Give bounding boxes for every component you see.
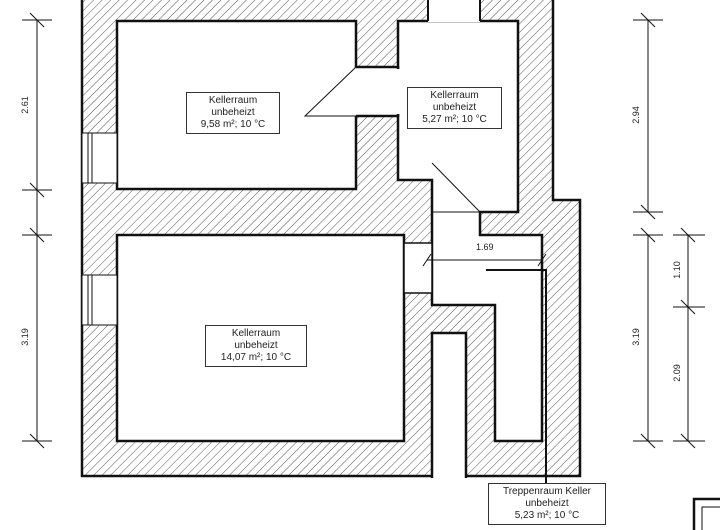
room-info: 5,27 m²; 10 °C [422, 114, 487, 125]
room-info: 14,07 m²; 10 °C [220, 352, 292, 363]
room-label-3: Kellerraum unbeheizt 14,07 m²; 10 °C [205, 325, 307, 367]
room-name: Treppenraum Keller [502, 486, 591, 497]
dim-left-bottom: 3.19 [19, 328, 30, 346]
room-status: unbeheizt [525, 498, 569, 509]
partial-box [692, 497, 720, 530]
door-opening [403, 242, 433, 294]
room-status: unbeheizt [211, 107, 255, 118]
dim-right-bottom: 3.19 [630, 328, 641, 346]
dim-left-top: 2.61 [19, 96, 30, 114]
room-label-2: Kellerraum unbeheizt 5,27 m²; 10 °C [407, 87, 502, 129]
room-status: unbeheizt [234, 340, 278, 351]
room-name: Kellerraum [231, 328, 281, 339]
room-name: Kellerraum [208, 95, 258, 106]
room-info: 9,58 m²; 10 °C [200, 119, 266, 130]
room-status: unbeheizt [432, 102, 477, 113]
door-swing [431, 162, 482, 213]
room-name: Kellerraum [430, 90, 479, 101]
dim-stair-width: 1.69 [476, 242, 494, 252]
stair-line [486, 269, 547, 484]
window [81, 274, 118, 326]
dimension-lines [22, 12, 705, 449]
room-label-4: Treppenraum Keller unbeheizt 5,23 m²; 10… [488, 483, 606, 525]
window [81, 132, 118, 184]
dim-right-inner-bottom: 2.09 [671, 364, 682, 382]
room-label-1: Kellerraum unbeheizt 9,58 m²; 10 °C [186, 92, 280, 134]
room-info: 5,23 m²; 10 °C [514, 510, 580, 521]
dim-right-inner-top: 1.10 [671, 261, 682, 279]
dim-right-top: 2.94 [630, 106, 641, 124]
door-swing [303, 66, 357, 117]
